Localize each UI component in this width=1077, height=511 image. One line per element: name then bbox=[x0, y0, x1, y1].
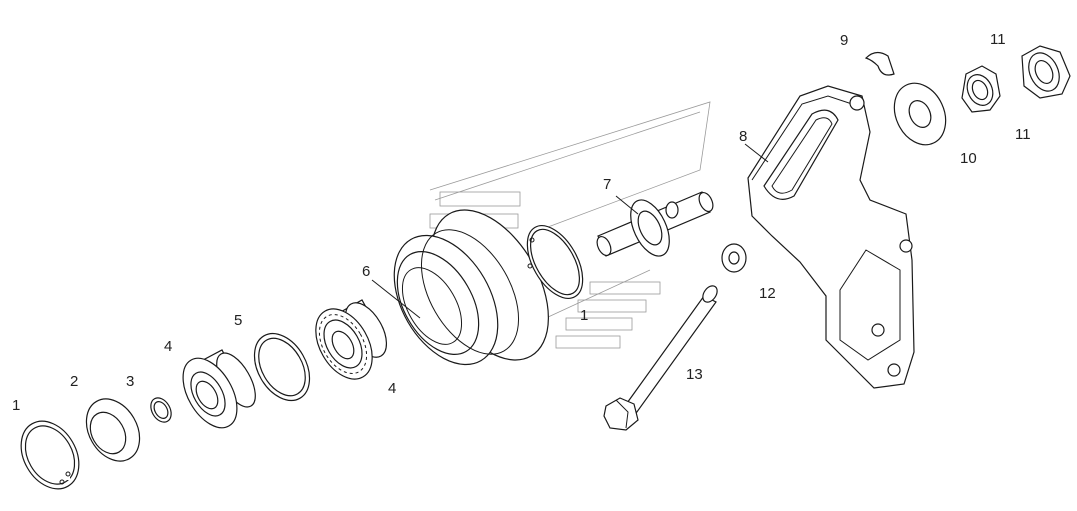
clip bbox=[864, 51, 895, 76]
callout-6: 6 bbox=[362, 263, 370, 280]
callout-8: 8 bbox=[739, 128, 747, 145]
callout-2: 2 bbox=[70, 373, 78, 390]
callout-4-left: 4 bbox=[164, 338, 172, 355]
callout-numbers: 1 2 3 4 5 6 4 1 7 8 9 10 11 11 12 13 bbox=[12, 31, 1031, 414]
ball-bearing-left bbox=[182, 349, 256, 429]
callout-10: 10 bbox=[960, 150, 977, 167]
callout-5: 5 bbox=[234, 312, 242, 329]
retaining-ring-left bbox=[20, 420, 80, 490]
callout-1-left: 1 bbox=[12, 397, 20, 414]
callout-13: 13 bbox=[686, 366, 703, 383]
flat-washer-small bbox=[721, 243, 747, 273]
callout-9: 9 bbox=[840, 32, 848, 49]
leader-lines bbox=[371, 143, 769, 319]
callout-1-middle: 1 bbox=[580, 307, 588, 324]
cover-cap bbox=[85, 398, 141, 462]
retaining-ring-middle bbox=[526, 225, 584, 299]
axle-shaft bbox=[596, 191, 714, 257]
callout-4-right: 4 bbox=[388, 380, 396, 397]
callout-12: 12 bbox=[759, 285, 776, 302]
snap-ring-small bbox=[150, 397, 172, 423]
callout-7: 7 bbox=[603, 176, 611, 193]
callout-11-top: 11 bbox=[990, 31, 1006, 48]
hex-nut-upper bbox=[1021, 45, 1071, 99]
ball-bearing-right bbox=[315, 299, 388, 380]
pulley-housing bbox=[393, 209, 549, 366]
spacer-ring bbox=[253, 332, 311, 402]
hex-nut-lower bbox=[961, 65, 1001, 113]
callout-3: 3 bbox=[126, 373, 134, 390]
callout-11-side: 11 bbox=[1015, 126, 1031, 143]
flat-washer-large bbox=[893, 82, 947, 146]
mounting-bracket bbox=[747, 85, 915, 389]
hex-bolt bbox=[603, 285, 718, 431]
